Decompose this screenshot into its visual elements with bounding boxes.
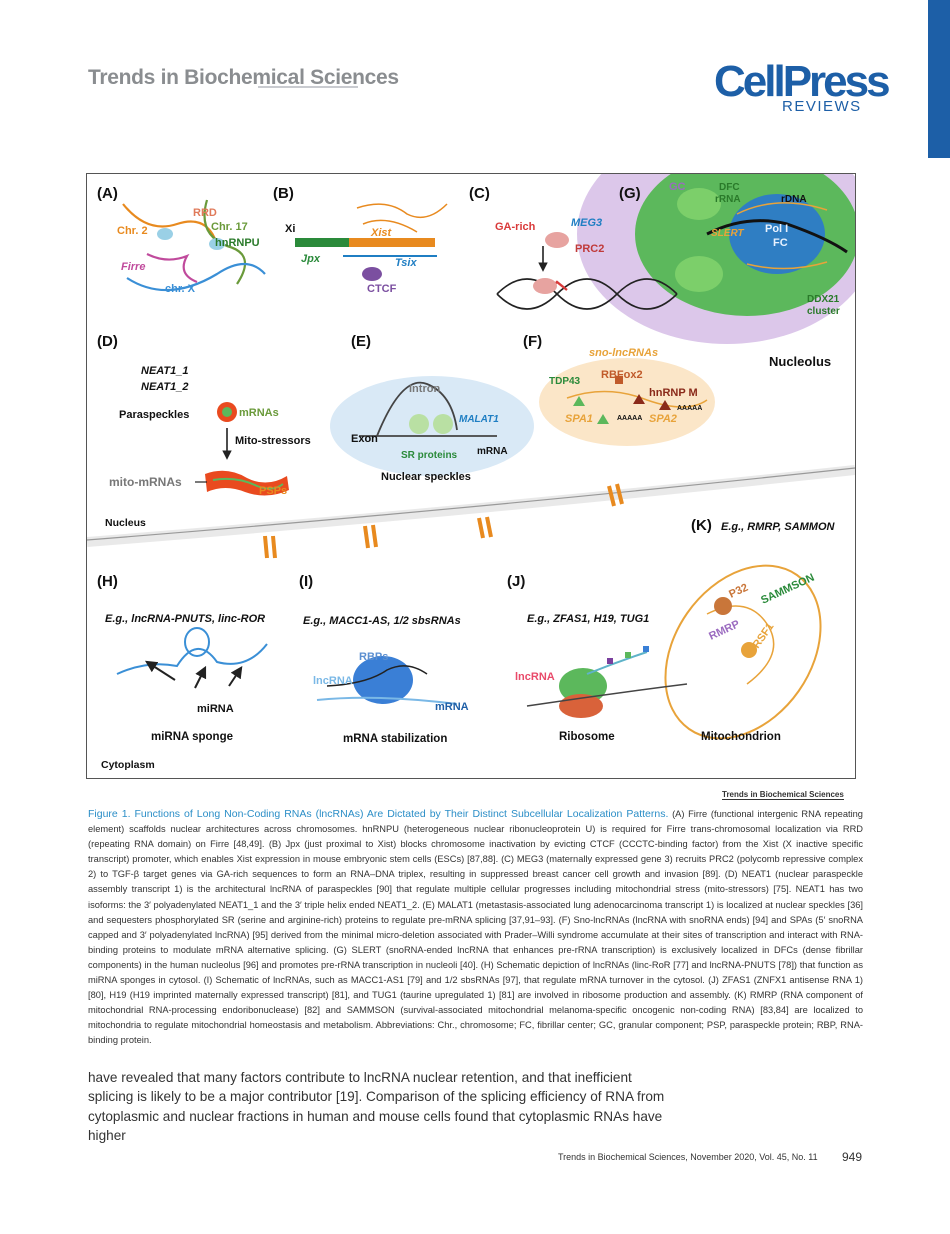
label-meg3: MEG3	[571, 217, 602, 229]
label-intron: Intron	[409, 383, 440, 395]
panel-k-label: (K)	[691, 517, 712, 534]
label-polya1: AAAAA	[617, 415, 642, 422]
page-number: 949	[842, 1150, 863, 1164]
figure-diagram: (A) RRD Chr. 2 Chr. 17 hnRNPU Firre chr.…	[87, 174, 855, 771]
panel-e-label: (E)	[351, 333, 371, 350]
label-cluster: cluster	[807, 306, 840, 317]
panel-j-diagram	[526, 646, 688, 718]
label-neat1-2: NEAT1_2	[141, 381, 188, 393]
label-fc: FC	[773, 237, 788, 249]
label-ribosome: Ribosome	[559, 731, 615, 743]
label-rrd: RRD	[193, 207, 217, 219]
label-j-eg: E.g., ZFAS1, H19, TUG1	[527, 613, 649, 625]
label-mirna-sponge: miRNA sponge	[151, 731, 233, 743]
label-cytoplasm: Cytoplasm	[101, 759, 155, 771]
panel-b-label: (B)	[273, 185, 294, 202]
label-tdp43: TDP43	[549, 376, 581, 387]
label-i-eg: E.g., MACC1-AS, 1/2 sbsRNAs	[303, 615, 461, 627]
panel-b-diagram	[295, 203, 448, 281]
panel-d-diagram	[195, 402, 289, 496]
label-mrna-e: mRNA	[477, 446, 508, 457]
label-chr17: Chr. 17	[211, 221, 248, 233]
panel-f-diagram	[539, 358, 715, 446]
panel-c-diagram	[496, 232, 678, 310]
figure-credit: Trends in Biochemical Sciences	[722, 790, 844, 800]
panel-e-diagram	[330, 376, 534, 476]
label-hnrnpm: hnRNP M	[649, 387, 698, 399]
label-chr2: Chr. 2	[117, 225, 148, 237]
cellpress-logo-sub: REVIEWS	[782, 98, 862, 115]
panel-d-label: (D)	[97, 333, 118, 350]
caption-body: (A) Firre (functional intergenic RNA rep…	[88, 809, 863, 1046]
label-rrna: rRNA	[715, 194, 741, 205]
panel-a-diagram	[122, 199, 266, 292]
panel-i-diagram	[316, 656, 458, 705]
label-psps: PSPs	[259, 485, 287, 497]
label-nucleus: Nucleus	[105, 517, 146, 529]
label-mrnas: mRNAs	[239, 407, 279, 419]
journal-subtitle-rule	[258, 86, 358, 88]
label-mirna: miRNA	[197, 703, 234, 715]
panel-j-label: (J)	[507, 573, 525, 590]
panel-c-label: (C)	[469, 185, 490, 202]
journal-title: Trends in Biochemical Sciences	[88, 66, 399, 89]
label-tsix: Tsix	[395, 257, 417, 269]
label-hnrnpu: hnRNPU	[215, 237, 260, 249]
label-xist: Xist	[370, 227, 393, 239]
panel-h-label: (H)	[97, 573, 118, 590]
figure-1: (A) RRD Chr. 2 Chr. 17 hnRNPU Firre chr.…	[86, 173, 856, 779]
label-garich: GA-rich	[495, 221, 536, 233]
panel-h-diagram	[116, 627, 268, 689]
side-tab	[928, 0, 950, 158]
label-ctcf: CTCF	[367, 283, 397, 295]
label-h-eg: E.g., lncRNA-PNUTS, linc-ROR	[105, 613, 265, 625]
label-spa1: SPA1	[565, 413, 593, 425]
panel-g-label: (G)	[619, 185, 641, 202]
label-prc2: PRC2	[575, 243, 604, 255]
label-polya2: AAAAA	[677, 405, 702, 412]
label-gc: GC	[669, 181, 686, 193]
nucleolus-diagram	[577, 174, 855, 344]
label-mito-stressors: Mito-stressors	[235, 435, 311, 447]
label-mrna-i: mRNA	[435, 701, 469, 713]
label-slert: SLERT	[711, 228, 744, 239]
label-malat1: MALAT1	[459, 414, 499, 425]
panel-f-label: (F)	[523, 333, 542, 350]
label-pol1: Pol I	[765, 223, 788, 235]
label-mrna-stabilization: mRNA stabilization	[343, 733, 447, 745]
label-neat1-1: NEAT1_1	[141, 365, 188, 377]
label-spa2: SPA2	[649, 413, 677, 425]
panel-k-diagram	[664, 564, 822, 740]
label-sr-proteins: SR proteins	[401, 450, 458, 461]
label-lncrna-j: lncRNA	[515, 671, 555, 683]
label-firre: Firre	[121, 261, 145, 273]
label-k-eg: E.g., RMRP, SAMMON	[721, 521, 836, 533]
figure-caption: Figure 1. Functions of Long Non-Coding R…	[88, 807, 863, 1049]
footer-citation: Trends in Biochemical Sciences, November…	[558, 1152, 818, 1162]
body-paragraph: have revealed that many factors contribu…	[88, 1070, 665, 1143]
label-rbfox2: RBFox2	[601, 369, 643, 381]
label-jpx: Jpx	[301, 253, 321, 265]
label-rdna: rDNA	[781, 194, 807, 205]
label-rbps: RBPs	[359, 651, 388, 663]
label-nuclear-speckles: Nuclear speckles	[381, 471, 471, 483]
label-xi: Xi	[285, 223, 295, 235]
panel-a-label: (A)	[97, 185, 118, 202]
label-exon: Exon	[351, 433, 378, 445]
label-chrx: chr. X	[165, 283, 196, 295]
label-mito-mrnas: mito-mRNAs	[109, 475, 182, 489]
caption-title: Figure 1. Functions of Long Non-Coding R…	[88, 808, 669, 820]
panel-i-label: (I)	[299, 573, 313, 590]
label-sno-lncrnas: sno-lncRNAs	[589, 347, 658, 359]
label-nucleolus: Nucleolus	[769, 354, 831, 369]
label-mitochondrion: Mitochondrion	[701, 731, 781, 743]
label-lncrna-i: lncRNA	[313, 675, 353, 687]
label-ddx21: DDX21	[807, 294, 840, 305]
nuclear-pores	[263, 483, 624, 559]
label-dfc: DFC	[719, 182, 740, 193]
label-paraspeckles: Paraspeckles	[119, 409, 189, 421]
cellpress-logo: CellPress	[714, 57, 891, 106]
